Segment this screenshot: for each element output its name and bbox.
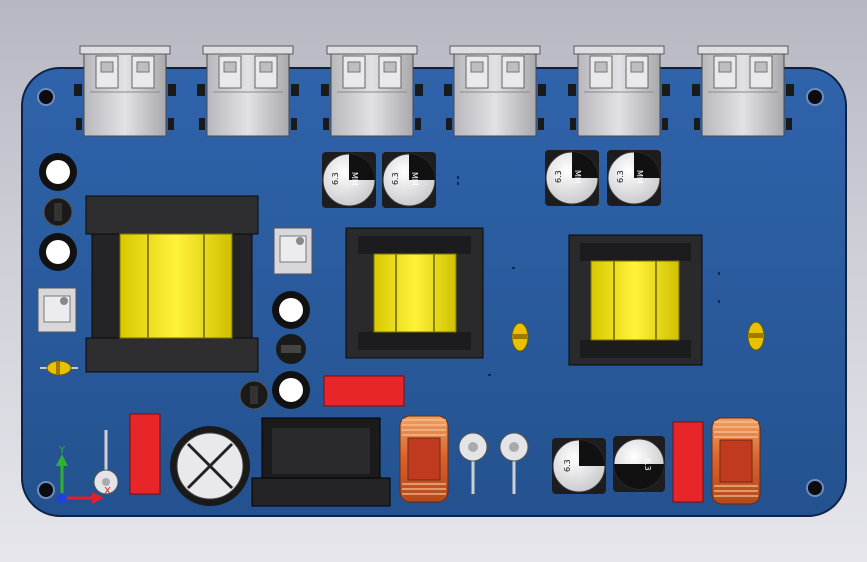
black-disc-component[interactable] <box>43 197 73 227</box>
mounting-hole-top-right <box>806 88 824 106</box>
usb-port-3[interactable] <box>321 45 423 137</box>
middle-capacitor-stack <box>239 291 310 410</box>
mounting-hole-bottom-left <box>37 481 55 499</box>
electrolytic-capacitor-3[interactable]: MM 6.3 <box>545 150 599 206</box>
red-resistor-right-vertical[interactable] <box>672 421 704 503</box>
usb-port-4[interactable] <box>444 45 546 137</box>
usb-port-2[interactable] <box>197 45 299 137</box>
capacitor-4-value: 6.3 <box>616 170 625 183</box>
red-resistor-horizontal[interactable] <box>323 375 405 407</box>
mounting-holes <box>37 88 824 499</box>
capacitor-4-label: MM <box>635 170 644 184</box>
electrolytic-capacitor-6[interactable]: MM 6.3 <box>613 436 665 492</box>
yellow-diode-left[interactable] <box>40 360 78 376</box>
smd-dots <box>457 176 720 376</box>
capacitor-5-value: 6.3 <box>563 459 572 472</box>
usb-port-1[interactable] <box>74 45 176 137</box>
test-pin-2[interactable] <box>499 432 529 494</box>
transformer-large[interactable] <box>85 195 259 373</box>
capacitor-2-label: MM <box>410 172 419 186</box>
electrolytic-capacitor-1[interactable]: MM 6.3 <box>322 152 376 208</box>
black-disc-capacitor-small[interactable] <box>276 334 306 364</box>
axis-x-label: X <box>104 486 111 497</box>
optocoupler-left[interactable] <box>37 287 77 333</box>
black-ring-capacitor-2[interactable] <box>39 233 77 271</box>
electrolytic-capacitor-4[interactable]: MM 6.3 <box>607 150 661 206</box>
mounting-hole-bottom-right <box>806 479 824 497</box>
yellow-diode-middle[interactable] <box>511 322 529 352</box>
black-ring-capacitor-1[interactable] <box>39 153 77 191</box>
capacitor-6-value: 6.3 <box>643 458 652 471</box>
black-ring-capacitor-3[interactable] <box>272 291 310 329</box>
black-ring-capacitor-4[interactable] <box>272 371 310 409</box>
capacitor-6-label: MM <box>628 470 637 484</box>
capacitor-3-label: MM <box>573 170 582 184</box>
left-component-column <box>37 153 78 376</box>
electrolytic-capacitor-5[interactable]: 6.3 <box>552 438 606 494</box>
red-smd-components <box>129 375 704 503</box>
usb-port-6[interactable] <box>692 45 794 137</box>
transformer-middle[interactable] <box>345 227 484 359</box>
common-mode-choke-left[interactable] <box>399 415 449 503</box>
capacitor-2-value: 6.3 <box>391 172 400 185</box>
black-disc-capacitor-2[interactable] <box>239 380 269 410</box>
usb-port-row <box>74 45 794 137</box>
test-pin-3[interactable] <box>93 430 119 495</box>
capacitor-3-value: 6.3 <box>554 170 563 183</box>
usb-port-5[interactable] <box>568 45 670 137</box>
capacitor-1-value: 6.3 <box>331 172 340 185</box>
test-pin-1[interactable] <box>458 432 488 494</box>
electrolytic-capacitor-2[interactable]: MM 6.3 <box>382 152 436 208</box>
large-capacitor-top[interactable] <box>170 426 250 506</box>
axis-triad: Y X <box>56 445 111 504</box>
mounting-hole-top-left <box>37 88 55 106</box>
bridge-rectifier[interactable] <box>251 417 391 507</box>
optocoupler-middle[interactable] <box>273 227 313 275</box>
transformer-right[interactable] <box>568 234 703 366</box>
common-mode-choke-right[interactable] <box>711 417 761 505</box>
red-resistor-left-vertical[interactable] <box>129 413 161 495</box>
yellow-diode-right[interactable] <box>747 321 765 351</box>
capacitor-1-label: MM <box>350 172 359 186</box>
axis-y-label: Y <box>58 445 66 456</box>
